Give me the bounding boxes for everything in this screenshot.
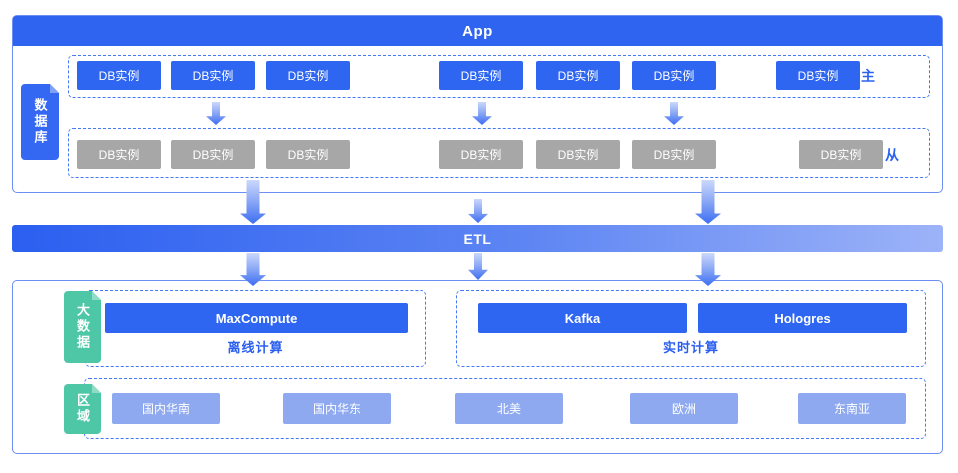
slave-db-group: [68, 128, 930, 178]
region-europe: 欧洲: [630, 393, 738, 424]
service-maxcompute: MaxCompute: [105, 303, 408, 333]
db-instance-master: DB实例: [171, 61, 255, 90]
db-instance-slave: DB实例: [632, 140, 716, 169]
db-instance-master: DB实例: [536, 61, 620, 90]
down-arrow-icon: [206, 102, 226, 125]
database-tier-container: App DB实例 DB实例 DB实例 DB实例 DB实例 DB实例 DB实例 主…: [12, 15, 943, 193]
db-instance-master: DB实例: [632, 61, 716, 90]
db-instance-master: DB实例: [439, 61, 523, 90]
folded-corner-icon: [50, 84, 59, 93]
db-instance-master: DB实例: [266, 61, 350, 90]
slave-badge: 从: [885, 146, 899, 163]
realtime-computing-group: Kafka Hologres 实时计算: [456, 290, 926, 367]
down-arrow-icon: [468, 199, 488, 223]
master-db-group: [68, 55, 930, 98]
etl-bar-label: ETL: [463, 230, 492, 247]
db-instance-slave: DB实例: [536, 140, 620, 169]
bigdata-tier-container: MaxCompute 离线计算 Kafka Hologres 实时计算 国内华南…: [12, 280, 943, 454]
db-instance-master: DB实例: [77, 61, 161, 90]
offline-computing-group: MaxCompute 离线计算: [85, 290, 426, 367]
db-instance-slave: DB实例: [266, 140, 350, 169]
down-arrow-icon: [468, 253, 488, 280]
bigdata-tier-label: 大数据: [64, 291, 101, 363]
database-tier-label: 数据库: [21, 84, 59, 160]
etl-bar: ETL: [12, 225, 943, 252]
region-tier-label: 区域: [64, 384, 101, 434]
master-badge: 主: [861, 67, 875, 84]
region-tier-label-text: 区域: [75, 393, 90, 425]
folded-corner-icon: [92, 291, 101, 300]
bigdata-tier-label-text: 大数据: [75, 303, 90, 351]
db-instance-slave: DB实例: [439, 140, 523, 169]
service-hologres: Hologres: [698, 303, 907, 333]
down-arrow-icon: [664, 102, 684, 125]
service-kafka: Kafka: [478, 303, 687, 333]
folded-corner-icon: [92, 384, 101, 393]
region-group: 国内华南 国内华东 北美 欧洲 东南亚: [84, 378, 926, 439]
database-tier-label-text: 数据库: [32, 98, 48, 146]
db-instance-slave: DB实例: [799, 140, 883, 169]
region-south-china: 国内华南: [112, 393, 220, 424]
app-bar-label: App: [462, 22, 493, 40]
region-north-america: 北美: [455, 393, 563, 424]
db-instance-master: DB实例: [776, 61, 860, 90]
db-instance-slave: DB实例: [77, 140, 161, 169]
region-east-china: 国内华东: [283, 393, 391, 424]
realtime-computing-caption: 实时计算: [662, 340, 719, 355]
region-southeast-asia: 东南亚: [798, 393, 906, 424]
offline-computing-caption: 离线计算: [227, 340, 284, 355]
down-arrow-icon: [472, 102, 492, 125]
app-bar: App: [13, 16, 942, 46]
db-instance-slave: DB实例: [171, 140, 255, 169]
